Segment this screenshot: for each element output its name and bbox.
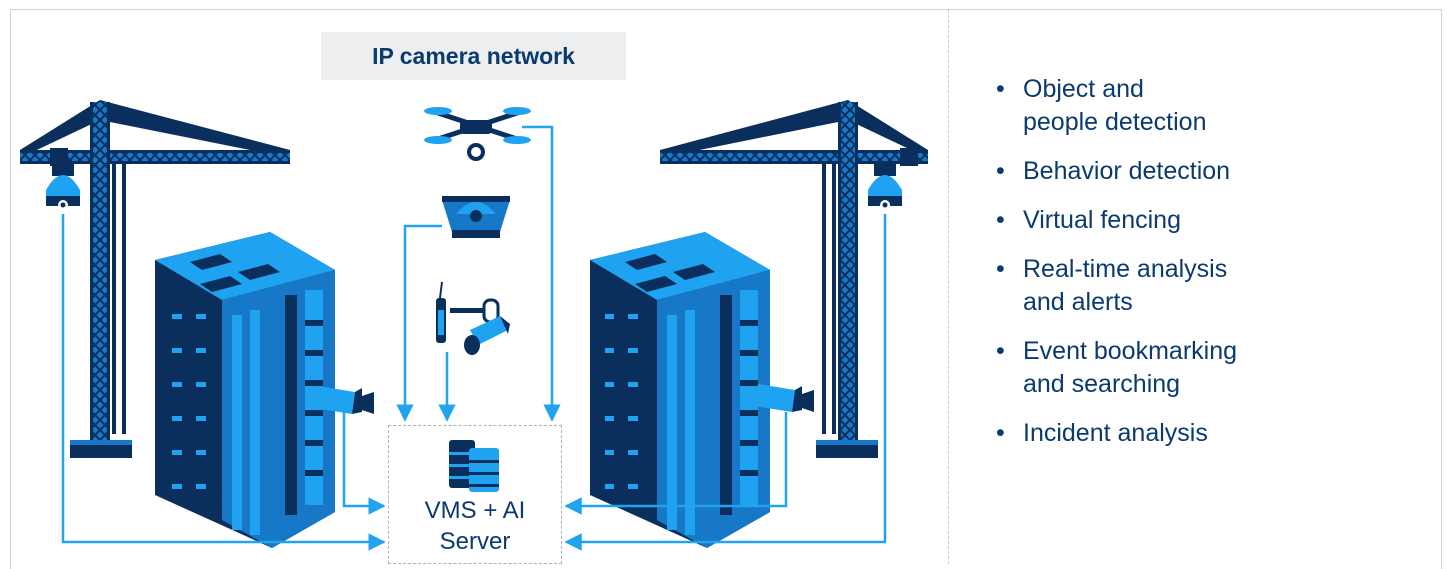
left-crane-icon xyxy=(20,100,290,458)
network-title: IP camera network xyxy=(321,32,626,80)
connector-left-building xyxy=(342,410,386,515)
bullet-icon: • xyxy=(996,157,1005,185)
left-building-icon xyxy=(155,232,335,548)
feature-line: Behavior detection xyxy=(1023,157,1231,185)
left-dome-camera-icon xyxy=(46,164,80,210)
connector-drone xyxy=(522,125,561,422)
bullet-icon: • xyxy=(996,206,1005,234)
bullet-icon: • xyxy=(996,75,1005,103)
diagram-canvas xyxy=(20,100,928,551)
connector-ceiling-camera xyxy=(396,224,442,422)
feature-line: Incident analysis xyxy=(1023,419,1208,447)
feature-line: Event bookmarking xyxy=(1023,337,1238,365)
feature-line: Object and xyxy=(1023,75,1144,103)
feature-list: • Object and people detection • Behavior de… xyxy=(990,73,1430,466)
connector-right-crane xyxy=(564,214,887,551)
left-bullet-camera-icon xyxy=(314,386,374,414)
feature-item: • Behavior detection xyxy=(990,155,1430,188)
bullet-icon: • xyxy=(996,337,1005,365)
drone-icon xyxy=(424,107,531,161)
feature-item: • Virtual fencing xyxy=(990,204,1430,237)
ceiling-camera-icon xyxy=(442,196,510,238)
bullet-icon: • xyxy=(996,419,1005,447)
server-label: VMS + AI Server xyxy=(388,495,562,557)
pole-camera-icon xyxy=(436,281,510,355)
feature-line: and searching xyxy=(1023,370,1181,398)
feature-item: • Real-time analysis and alerts xyxy=(990,253,1430,319)
feature-item: • Object and people detection xyxy=(990,73,1430,139)
feature-item: • Incident analysis xyxy=(990,417,1430,450)
diagram-frame xyxy=(10,9,1442,569)
feature-line: and alerts xyxy=(1023,288,1133,316)
feature-line: people detection xyxy=(1023,108,1207,136)
server-box xyxy=(388,425,562,564)
server-label-line1: VMS + AI xyxy=(424,497,526,524)
connector-left-crane xyxy=(61,214,386,551)
connector-lines xyxy=(61,125,887,551)
feature-line: Virtual fencing xyxy=(1023,206,1181,234)
bullet-icon: • xyxy=(996,255,1005,283)
feature-line: Real-time analysis xyxy=(1023,255,1228,283)
server-label-line2: Server xyxy=(439,528,511,555)
server-icon xyxy=(449,440,499,492)
feature-item: • Event bookmarking and searching xyxy=(990,335,1430,401)
right-building-icon xyxy=(590,232,770,548)
connector-right-building xyxy=(564,412,788,515)
right-bullet-camera-icon xyxy=(754,384,814,412)
right-crane-icon xyxy=(660,100,928,458)
panel-divider xyxy=(948,10,949,564)
right-dome-camera-icon xyxy=(868,164,902,210)
camera-network-diagram: IP camera network VMS + AI Server xyxy=(20,32,928,564)
